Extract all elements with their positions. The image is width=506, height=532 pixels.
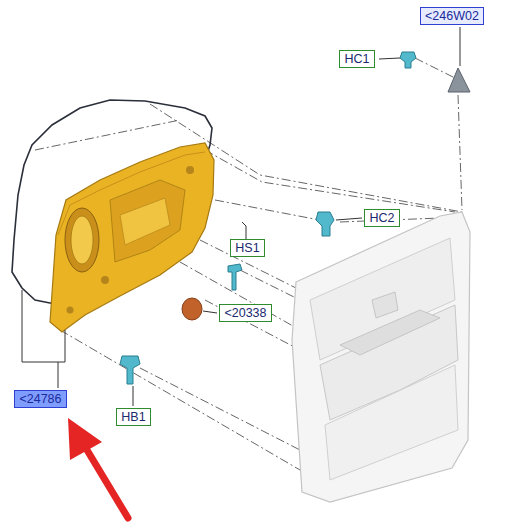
callout-box: <246W02 bbox=[420, 7, 484, 25]
callout-number: <24786 bbox=[19, 392, 61, 406]
callout-number: HS1 bbox=[235, 241, 259, 255]
callout-box: HB1 bbox=[116, 408, 151, 426]
pointer-arrow bbox=[68, 418, 128, 518]
callout-number: HB1 bbox=[121, 410, 145, 424]
trim-piece bbox=[448, 68, 470, 92]
callout-number: HC1 bbox=[344, 52, 369, 66]
callout-number: HC2 bbox=[369, 211, 394, 225]
clips bbox=[120, 52, 416, 384]
callout-box: HC1 bbox=[339, 50, 375, 68]
callout-box: <20338 bbox=[219, 304, 272, 322]
callout-box: HC2 bbox=[364, 209, 400, 227]
door-trim-panel bbox=[292, 212, 470, 502]
callout-number: <246W02 bbox=[425, 9, 479, 23]
plug bbox=[182, 298, 202, 320]
leader-lines bbox=[22, 27, 460, 406]
callout-number: <20338 bbox=[224, 306, 266, 320]
callout-box: <24786 bbox=[14, 390, 67, 408]
door-module-panel bbox=[50, 143, 214, 332]
callout-box: HS1 bbox=[230, 239, 265, 257]
